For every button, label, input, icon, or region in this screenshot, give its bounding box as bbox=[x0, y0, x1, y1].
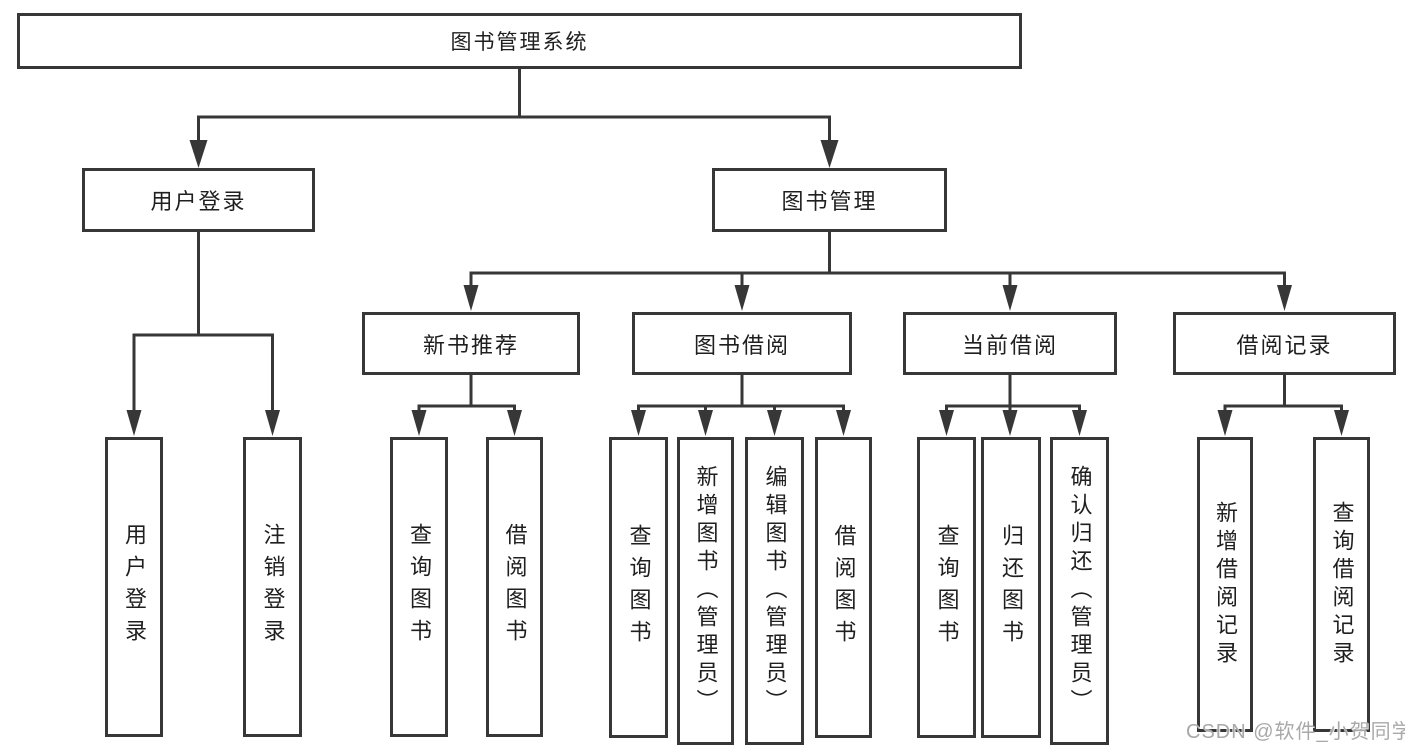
node-user-login: 用户登录 bbox=[82, 168, 315, 232]
arrow-icon bbox=[1072, 410, 1087, 436]
node-new-book-recommend: 新书推荐 bbox=[362, 312, 580, 375]
connector bbox=[417, 404, 516, 414]
leaf-label: 查询图书 bbox=[626, 523, 652, 652]
node-book-borrowing: 图书借阅 bbox=[632, 312, 852, 375]
arrow-icon bbox=[1334, 410, 1349, 436]
leaf-label: 确认归还（管理员） bbox=[1067, 465, 1093, 717]
connector bbox=[637, 404, 845, 414]
leaf-label: 注销登录 bbox=[260, 523, 286, 651]
leaf-edit-books-admin: 编辑图书（管理员） bbox=[745, 437, 804, 745]
arrow-icon bbox=[734, 285, 750, 311]
leaf-label: 新增借阅记录 bbox=[1213, 500, 1238, 669]
leaf-label: 用户登录 bbox=[122, 523, 147, 651]
leaf-query-books-borrowing: 查询图书 bbox=[609, 437, 668, 738]
leaf-label: 借阅图书 bbox=[831, 523, 857, 652]
arrow-icon bbox=[1002, 285, 1018, 311]
leaf-label: 借阅图书 bbox=[502, 523, 528, 651]
arrow-icon bbox=[463, 285, 479, 311]
node-borrowing-records: 借阅记录 bbox=[1173, 312, 1396, 375]
connector bbox=[469, 271, 1286, 292]
connector bbox=[132, 333, 274, 413]
arrow-icon bbox=[631, 410, 646, 436]
leaf-label: 新增图书（管理员） bbox=[693, 465, 719, 717]
connector bbox=[945, 404, 1081, 414]
connector bbox=[197, 115, 831, 146]
leaf-label: 归还图书 bbox=[999, 523, 1024, 652]
leaf-user-login: 用户登录 bbox=[105, 437, 163, 737]
leaf-query-books-recommend: 查询图书 bbox=[390, 437, 448, 737]
arrow-icon bbox=[507, 410, 522, 436]
arrow-icon bbox=[411, 410, 427, 436]
leaf-add-books-admin: 新增图书（管理员） bbox=[677, 437, 734, 745]
leaf-return-books: 归还图书 bbox=[981, 437, 1041, 738]
arrow-icon bbox=[189, 140, 208, 168]
watermark: CSDN @软件_小贺同学 bbox=[1186, 721, 1405, 743]
arrow-icon bbox=[836, 410, 851, 436]
arrow-icon bbox=[1277, 285, 1292, 311]
leaf-query-books-current: 查询图书 bbox=[917, 437, 976, 738]
arrow-icon bbox=[698, 410, 713, 436]
arrow-icon bbox=[265, 410, 280, 436]
leaf-logout: 注销登录 bbox=[243, 437, 302, 737]
leaf-label: 查询图书 bbox=[407, 523, 432, 651]
arrow-icon bbox=[1002, 410, 1018, 436]
arrow-icon bbox=[767, 410, 782, 436]
arrow-icon bbox=[820, 140, 839, 168]
leaf-query-borrow-record: 查询借阅记录 bbox=[1313, 437, 1370, 732]
leaf-borrow-books-recommend: 借阅图书 bbox=[486, 437, 543, 737]
leaf-label: 查询借阅记录 bbox=[1329, 500, 1355, 669]
connector bbox=[1223, 404, 1343, 414]
node-library-system: 图书管理系统 bbox=[17, 13, 1022, 69]
leaf-confirm-return-admin: 确认归还（管理员） bbox=[1050, 437, 1109, 745]
node-book-management: 图书管理 bbox=[712, 168, 947, 232]
node-current-borrowing: 当前借阅 bbox=[903, 312, 1117, 375]
leaf-label: 查询图书 bbox=[934, 523, 960, 652]
leaf-borrow-books-borrowing: 借阅图书 bbox=[815, 437, 872, 738]
leaf-add-borrow-record: 新增借阅记录 bbox=[1197, 437, 1253, 732]
leaf-label: 编辑图书（管理员） bbox=[762, 465, 788, 717]
arrow-icon bbox=[939, 410, 954, 436]
arrow-icon bbox=[1217, 410, 1233, 436]
arrow-icon bbox=[126, 410, 142, 436]
